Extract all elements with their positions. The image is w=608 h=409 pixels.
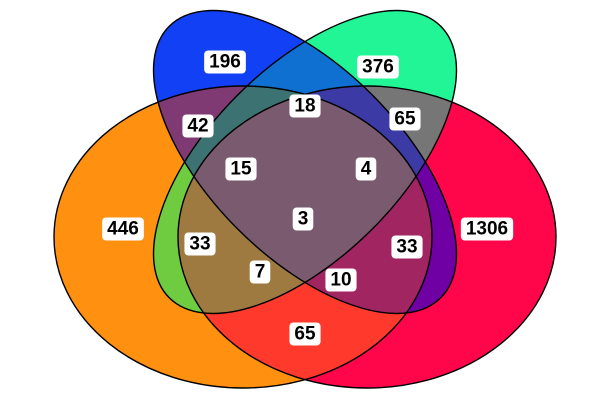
label-sets-1-2-3-4: 3 (292, 207, 314, 231)
count-sets-2-4: 33 (396, 237, 417, 258)
count-sets-1-3-4: 7 (255, 262, 266, 283)
region-labels: 446 196 376 1306 42 18 65 33 33 65 15 (102, 50, 514, 346)
label-sets-1-2: 42 (182, 114, 214, 138)
count-sets-1-2: 42 (187, 116, 208, 137)
set-outlines (53, 9, 557, 389)
label-sets-1-2-3: 15 (225, 157, 257, 181)
count-sets-1-2-4: 10 (330, 270, 351, 291)
set-3-outline (152, 9, 458, 315)
count-set-2-only: 196 (209, 52, 241, 73)
label-sets-1-4: 65 (289, 322, 321, 346)
label-set-2-only: 196 (204, 50, 246, 74)
label-sets-2-3-4: 4 (355, 157, 377, 181)
label-set-4-only: 1306 (460, 217, 514, 241)
count-sets-1-2-3-4: 3 (298, 209, 309, 230)
set-1-outline (53, 85, 433, 389)
label-set-3-only: 376 (357, 55, 399, 79)
label-sets-1-3-4: 7 (249, 260, 271, 284)
count-set-1-only: 446 (107, 219, 139, 240)
count-sets-1-2-3: 15 (230, 159, 252, 180)
count-sets-1-3: 33 (189, 234, 210, 255)
label-sets-3-4: 65 (389, 107, 421, 131)
set-4-outline (177, 85, 557, 389)
count-sets-1-4: 65 (294, 324, 316, 345)
count-sets-3-4: 65 (394, 109, 416, 130)
set-2-outline (152, 9, 458, 315)
label-sets-1-2-4: 10 (325, 268, 357, 292)
label-set-1-only: 446 (102, 217, 144, 241)
count-sets-2-3-4: 4 (361, 159, 372, 180)
count-set-4-only: 1306 (466, 219, 508, 240)
label-sets-2-3: 18 (289, 94, 321, 118)
count-set-3-only: 376 (362, 57, 394, 78)
label-sets-1-3: 33 (184, 232, 216, 256)
label-sets-2-4: 33 (391, 235, 423, 259)
count-sets-2-3: 18 (294, 96, 315, 117)
